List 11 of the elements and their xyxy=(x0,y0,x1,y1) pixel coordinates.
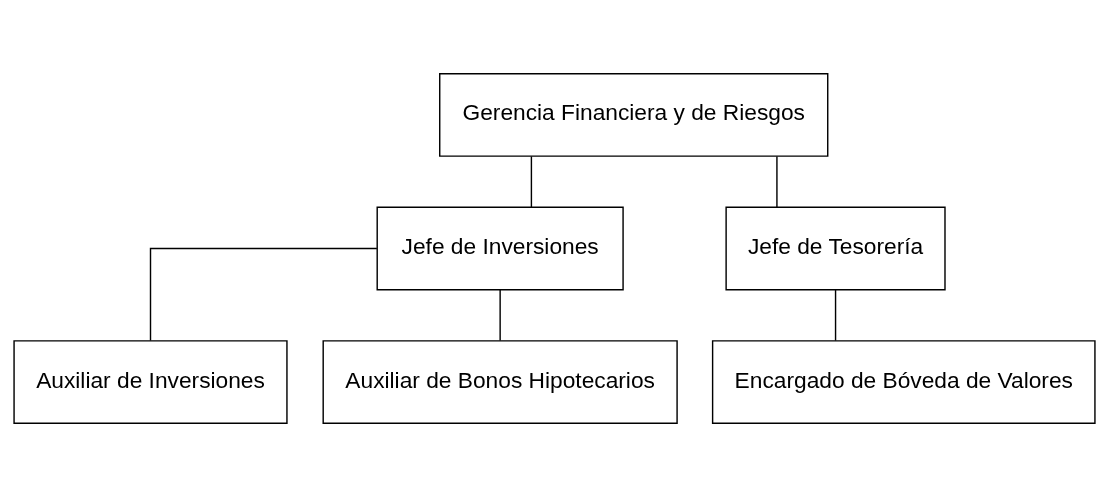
node-box: Gerencia Financiera y de Riesgos xyxy=(439,73,829,157)
connector xyxy=(499,289,501,342)
node-box: Jefe de Inversiones xyxy=(376,206,624,291)
connector xyxy=(530,155,533,208)
node-box: Auxiliar de Inversiones xyxy=(13,340,288,424)
connector xyxy=(834,289,837,342)
connector xyxy=(149,247,378,342)
node-box: Auxiliar de Bonos Hipotecarios xyxy=(322,340,678,424)
connector xyxy=(776,155,778,208)
node-box: Encargado de Bóveda de Valores xyxy=(711,340,1096,424)
node-box: Jefe de Tesorería xyxy=(725,206,946,291)
